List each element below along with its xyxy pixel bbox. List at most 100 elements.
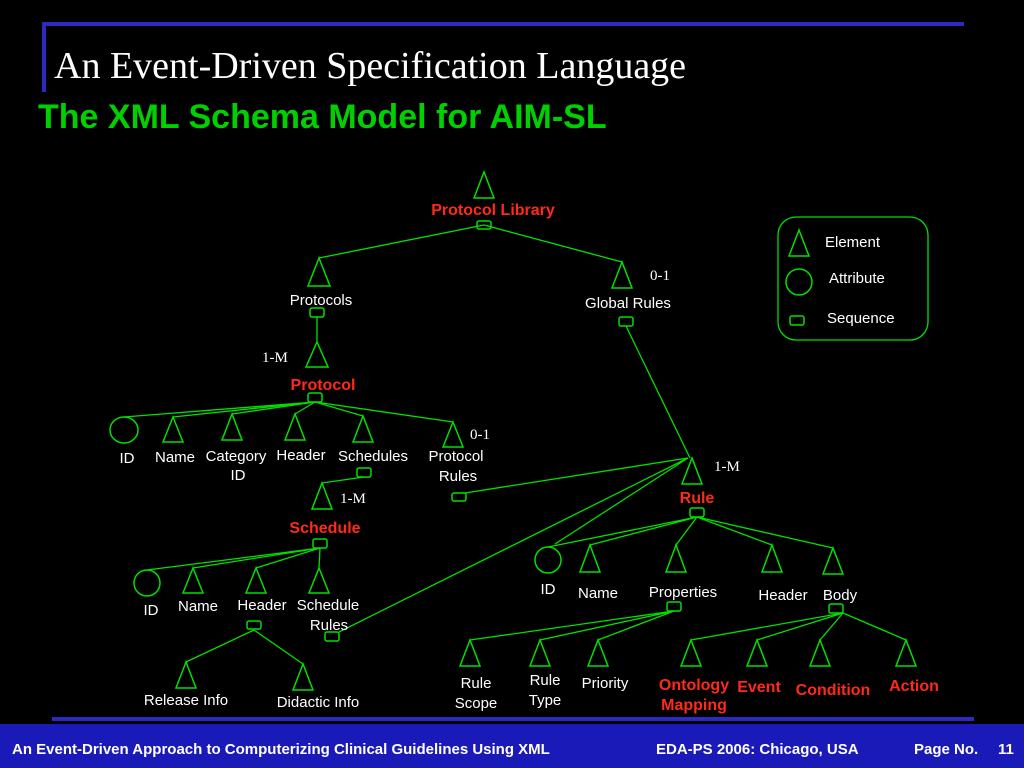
release-info-element-icon xyxy=(174,659,198,689)
top-rule xyxy=(42,22,964,26)
protocols-element-icon xyxy=(306,255,332,287)
legend-sequence-icon xyxy=(789,315,805,326)
rule-id-attribute-icon xyxy=(534,546,562,574)
rule-scope-label-line2: Scope xyxy=(455,695,498,712)
footer-page-label: Page No. xyxy=(914,741,979,758)
name-element-icon xyxy=(161,414,185,443)
condition-element-icon xyxy=(808,637,832,667)
rule-cardinality: 1-M xyxy=(714,459,740,475)
schedule-name-label: Name xyxy=(178,598,218,615)
action-label: Action xyxy=(889,678,939,695)
footer-page-number: 11 xyxy=(998,741,1014,758)
legend-element-icon xyxy=(787,227,811,257)
rule-type-element-icon xyxy=(528,637,552,667)
schedules-label: Schedules xyxy=(338,448,408,465)
rule-sequence-icon xyxy=(689,507,705,518)
protocol-rules-sequence-icon xyxy=(451,492,467,502)
didactic-info-element-icon xyxy=(291,661,315,691)
schedule-rules-sequence-icon xyxy=(324,631,340,642)
connector-lines xyxy=(123,224,907,665)
legend-box xyxy=(777,216,929,341)
protocol-library-sequence-icon xyxy=(476,220,492,230)
properties-label: Properties xyxy=(649,584,717,601)
schedule-rules-element-icon xyxy=(307,565,331,594)
schedules-element-icon xyxy=(351,413,375,443)
schedule-cardinality: 1-M xyxy=(340,491,366,507)
priority-element-icon xyxy=(586,637,610,667)
schedule-sequence-icon xyxy=(312,538,328,549)
title-accent-bar xyxy=(42,22,46,92)
protocol-header-label: Header xyxy=(276,447,325,464)
rule-scope-label-line1: Rule xyxy=(461,675,492,692)
rule-id-label: ID xyxy=(541,581,556,598)
schedule-element-icon xyxy=(310,480,334,510)
rule-header-label: Header xyxy=(758,587,807,604)
protocol-library-label: Protocol Library xyxy=(431,202,555,219)
body-label: Body xyxy=(823,587,858,604)
rule-type-label-line2: Type xyxy=(529,692,562,709)
body-element-icon xyxy=(821,545,845,575)
ontology-mapping-element-icon xyxy=(679,637,703,667)
element-nodes xyxy=(161,169,918,691)
protocol-id-label: ID xyxy=(120,450,135,467)
protocol-rules-label-line1: Protocol xyxy=(428,448,483,465)
category-id-label-line2: ID xyxy=(231,467,246,484)
body-sequence-icon xyxy=(828,603,844,614)
footer: An Event-Driven Approach to Computerizin… xyxy=(0,724,1024,768)
rule-element-icon xyxy=(680,455,704,485)
global-rules-sequence-icon xyxy=(618,316,634,327)
legend-attribute-icon xyxy=(785,268,813,296)
release-info-label: Release Info xyxy=(144,692,228,709)
condition-label: Condition xyxy=(796,682,871,699)
protocol-name-label: Name xyxy=(155,449,195,466)
properties-sequence-icon xyxy=(666,601,682,612)
ontology-mapping-label-line2: Mapping xyxy=(661,697,727,714)
schedules-sequence-icon xyxy=(356,467,372,478)
schedule-header-label: Header xyxy=(237,597,286,614)
protocols-label: Protocols xyxy=(290,292,353,309)
rule-name-label: Name xyxy=(578,585,618,602)
event-element-icon xyxy=(745,637,769,667)
rule-header-element-icon xyxy=(760,542,784,573)
page-title: An Event-Driven Specification Language xyxy=(54,45,687,87)
properties-element-icon xyxy=(664,542,688,573)
rule-name-element-icon xyxy=(578,542,602,573)
footer-conference: EDA-PS 2006: Chicago, USA xyxy=(656,741,859,758)
protocol-sequence-icon xyxy=(307,392,323,403)
legend-attribute-label: Attribute xyxy=(829,270,885,287)
sequence-nodes xyxy=(246,220,844,642)
legend-sequence-label: Sequence xyxy=(827,310,895,327)
rule-label: Rule xyxy=(680,490,715,507)
schedule-label: Schedule xyxy=(289,520,360,537)
schedule-id-label: ID xyxy=(144,602,159,619)
protocol-rules-cardinality: 0-1 xyxy=(470,427,490,443)
schedule-header-element-icon xyxy=(244,565,268,594)
attribute-nodes xyxy=(109,416,562,597)
protocol-cardinality: 1-M xyxy=(262,350,288,366)
protocols-sequence-icon xyxy=(309,307,325,318)
page-subtitle: The XML Schema Model for AIM-SL xyxy=(38,98,607,136)
rule-type-label-line1: Rule xyxy=(530,672,561,689)
legend: Element Attribute Sequence xyxy=(777,216,929,341)
protocol-id-attribute-icon xyxy=(109,416,139,444)
footer-title: An Event-Driven Approach to Computerizin… xyxy=(12,741,550,758)
category-id-label-line1: Category xyxy=(206,448,267,465)
action-element-icon xyxy=(894,637,918,667)
legend-element-label: Element xyxy=(825,234,881,251)
didactic-info-label: Didactic Info xyxy=(277,694,360,711)
schedule-rules-label-line1: Schedule xyxy=(297,597,360,614)
schedule-name-element-icon xyxy=(181,565,205,594)
category-id-element-icon xyxy=(220,411,244,441)
bottom-rule xyxy=(52,717,974,721)
event-label: Event xyxy=(737,679,781,696)
priority-label: Priority xyxy=(582,675,629,692)
protocol-element-icon xyxy=(304,340,330,368)
protocol-rules-element-icon xyxy=(441,419,465,448)
header-element-icon xyxy=(283,411,307,441)
node-labels: Protocol Library Protocols Global Rules … xyxy=(120,202,939,714)
protocol-label: Protocol xyxy=(291,377,356,394)
schedule-rules-label-line2: Rules xyxy=(310,617,348,634)
cardinality-labels: 0-1 1-M 0-1 1-M 1-M xyxy=(262,268,740,507)
rule-scope-element-icon xyxy=(458,637,482,667)
